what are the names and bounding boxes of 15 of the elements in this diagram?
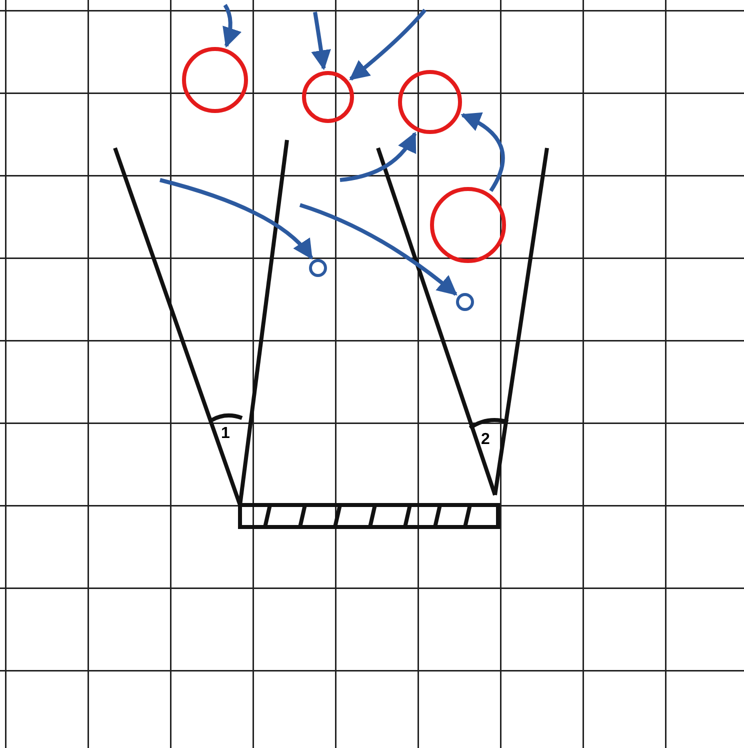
arrow (299, 203, 458, 296)
small-circle-mark (309, 259, 327, 277)
arrow (349, 8, 427, 81)
circle-mark (302, 71, 354, 123)
angle-number: 2 (481, 432, 490, 448)
small-circle-mark (456, 293, 474, 311)
circle-mark (182, 47, 248, 113)
arrow (311, 12, 331, 70)
arrow (340, 132, 417, 182)
arrow (460, 113, 505, 192)
circle-mark (398, 70, 462, 134)
circle-mark (430, 187, 506, 263)
arrow (222, 4, 242, 48)
angle-number: 1 (221, 426, 230, 442)
arrow (160, 178, 314, 260)
